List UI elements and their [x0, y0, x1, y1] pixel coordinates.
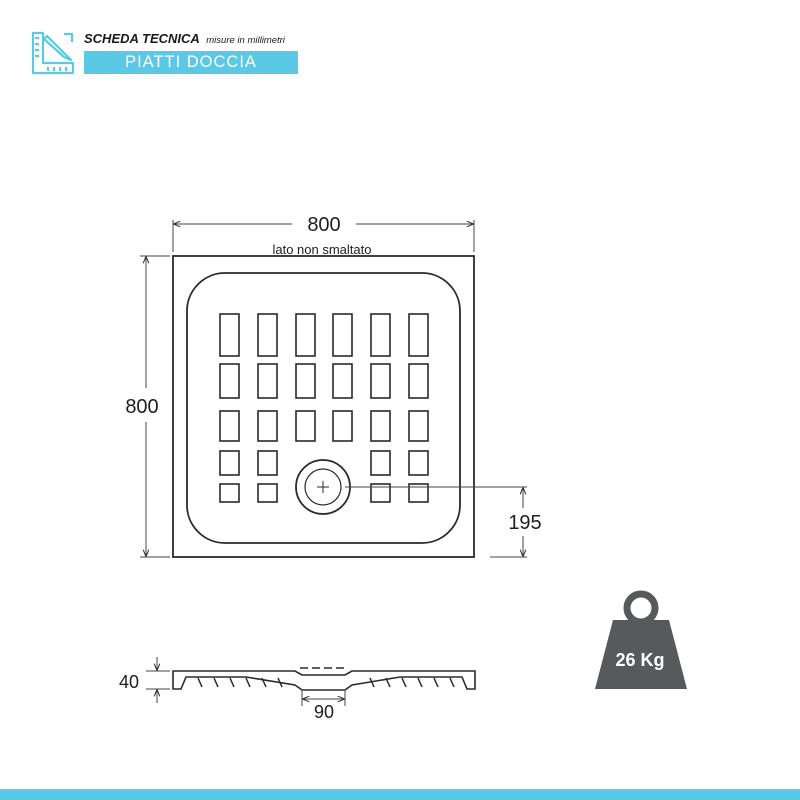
anti-slip-slot	[370, 410, 391, 442]
width-label: 800	[307, 214, 340, 236]
anti-slip-slot	[219, 410, 240, 442]
width-dimension	[172, 220, 475, 252]
section-view	[172, 667, 476, 691]
header-title: SCHEDA TECNICA misure in millimetri	[84, 30, 285, 48]
section-rib	[369, 677, 375, 688]
tray-section-outline	[172, 670, 476, 691]
anti-slip-slot	[219, 313, 240, 357]
anti-slip-slot	[408, 483, 429, 503]
anti-slip-slot	[370, 450, 391, 476]
tray-basin	[186, 272, 461, 544]
section-height-dimension	[146, 657, 170, 703]
anti-slip-slot	[257, 363, 278, 399]
header-title-main: SCHEDA TECNICA	[84, 31, 200, 46]
anti-slip-slot	[408, 410, 429, 442]
anti-slip-slot	[219, 363, 240, 399]
anti-slip-slot	[295, 363, 316, 399]
header-banner: PIATTI DOCCIA	[84, 51, 298, 74]
weight-label: 26 Kg	[615, 650, 664, 670]
drain-offset-dimension	[345, 486, 527, 558]
height-label: 800	[125, 396, 158, 418]
section-rib	[229, 677, 235, 688]
anti-slip-slot	[295, 313, 316, 357]
anti-slip-slot	[370, 483, 391, 503]
drain-icon	[295, 459, 351, 515]
bottom-accent-bar	[0, 789, 800, 800]
anti-slip-slot	[257, 313, 278, 357]
anti-slip-slot	[332, 363, 353, 399]
unenamelled-side-note: lato non smaltato	[272, 242, 371, 257]
section-rib	[401, 677, 407, 688]
anti-slip-slot	[332, 410, 353, 442]
section-rib	[385, 677, 391, 688]
anti-slip-slot	[257, 450, 278, 476]
section-rib	[197, 677, 203, 688]
anti-slip-slot	[370, 313, 391, 357]
section-rib	[245, 677, 251, 688]
section-rib	[277, 677, 283, 688]
anti-slip-slot	[332, 313, 353, 357]
drain-offset-label: 195	[508, 512, 541, 534]
section-ribs	[197, 667, 455, 688]
section-rib	[213, 677, 219, 688]
section-drain-label: 90	[314, 702, 334, 722]
anti-slip-slot	[257, 410, 278, 442]
anti-slip-slot	[408, 363, 429, 399]
anti-slip-slot	[370, 363, 391, 399]
plan-slots	[219, 313, 429, 503]
section-rib	[449, 677, 455, 688]
tray-outline	[172, 255, 475, 558]
header: SCHEDA TECNICA misure in millimetri PIAT…	[0, 0, 800, 90]
anti-slip-slot	[408, 450, 429, 476]
anti-slip-slot	[257, 483, 278, 503]
anti-slip-slot	[408, 313, 429, 357]
anti-slip-slot	[219, 450, 240, 476]
height-dimension	[140, 255, 170, 558]
header-subtitle: misure in millimetri	[206, 35, 285, 46]
plan-view	[172, 255, 475, 558]
anti-slip-slot	[219, 483, 240, 503]
ruler-pencil-icon	[31, 31, 75, 75]
section-rib	[433, 677, 439, 688]
anti-slip-slot	[295, 410, 316, 442]
section-rib	[417, 677, 423, 688]
section-rib	[261, 677, 267, 688]
weight-icon	[595, 590, 687, 689]
section-drain-dimension	[301, 691, 346, 706]
section-height-label: 40	[119, 672, 139, 692]
